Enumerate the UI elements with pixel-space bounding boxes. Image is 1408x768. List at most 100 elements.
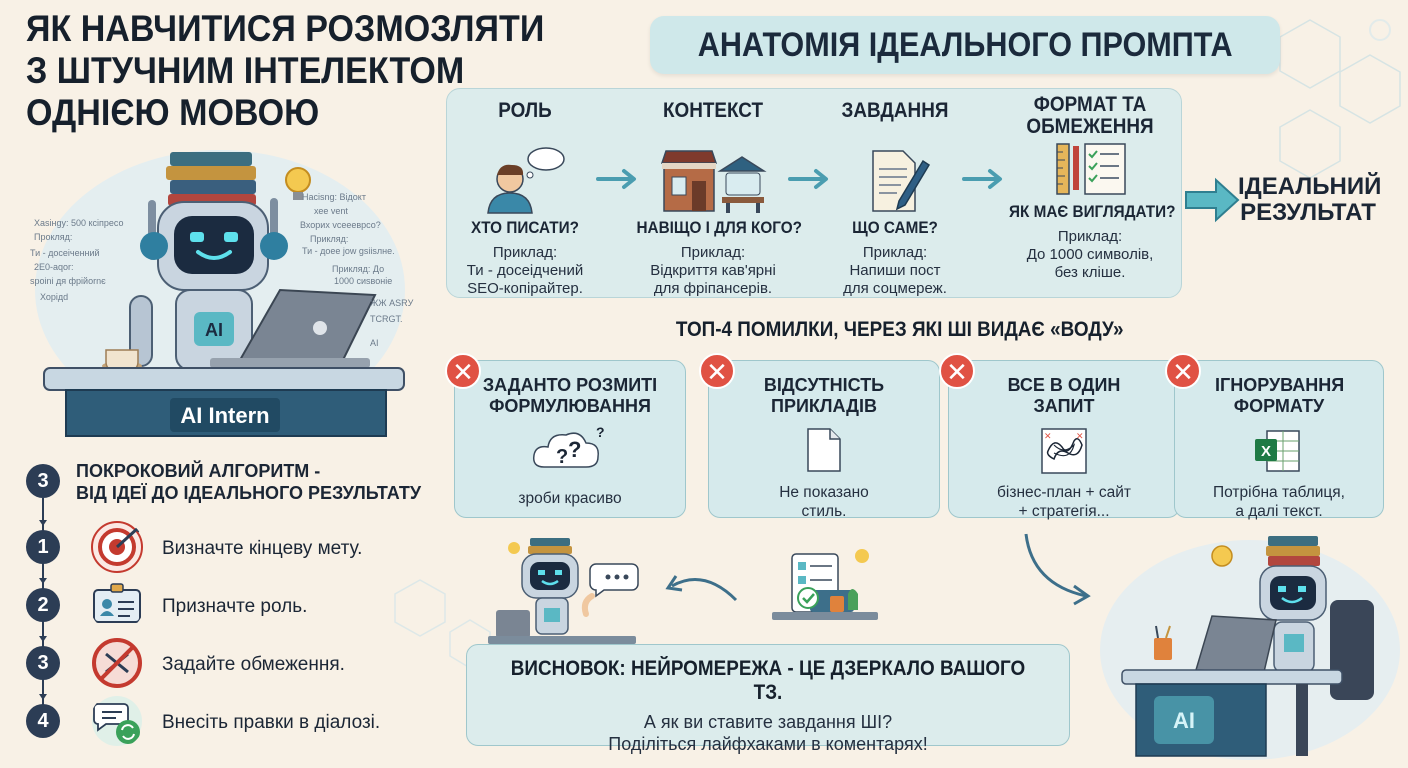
svg-text:AI: AI xyxy=(370,338,379,348)
error-x-icon: ✕ xyxy=(445,353,481,389)
svg-text:хее vent: хее vent xyxy=(314,206,348,216)
step-example: Приклад: До 1000 символів, без кліше. xyxy=(1026,228,1154,281)
anatomy-header: АНАТОМІЯ ІДЕАЛЬНОГО ПРОМПТА xyxy=(650,16,1280,74)
mistake-desc: Потрібна таблиця, а далі текст. xyxy=(1213,484,1345,520)
svg-text:1000 сиsвоніе: 1000 сиsвоніе xyxy=(334,276,392,286)
svg-text:Вхорих vсеееврсо?: Вхорих vсеееврсо? xyxy=(300,220,381,230)
blank-document-icon xyxy=(709,423,939,477)
error-x-icon: ✕ xyxy=(939,353,975,389)
step-question: ЯК МАЄ ВИГЛЯДАТИ? xyxy=(1009,202,1176,221)
mistake-title: ВІДСУТНІСТЬ ПРИКЛАДІВ xyxy=(763,375,885,416)
conclusion-box: ВИСНОВОК: НЕЙРОМЕРЕЖА - ЦЕ ДЗЕРКАЛО ВАШО… xyxy=(466,644,1070,754)
tangled-document-icon: ✕ ✕ xyxy=(949,423,1179,477)
target-icon xyxy=(91,521,143,573)
step-heading: РОЛЬ xyxy=(498,99,552,122)
title-line: ЯК НАВЧИТИСЯ РОЗМОЗЛЯТИ xyxy=(26,8,545,49)
step-question: ХТО ПИСАТИ? xyxy=(471,218,579,237)
svg-text:ЖЖ ASRУ: ЖЖ ASRУ xyxy=(370,298,414,308)
anatomy-step-role: РОЛЬ ХТО ПИСАТИ? Приклад: Ти - досеідчен… xyxy=(440,98,610,298)
step-text: Внесіть правки в діалозі. xyxy=(162,712,381,733)
step-heading: ЗАВДАННЯ xyxy=(841,99,949,122)
page-title: ЯК НАВЧИТИСЯ РОЗМОЗЛЯТИ З ШТУЧНИМ ІНТЕЛЕ… xyxy=(26,8,586,134)
svg-text:AI: AI xyxy=(1173,708,1195,733)
mistake-card-no-examples: ✕ ВІДСУТНІСТЬ ПРИКЛАДІВ Не показано стил… xyxy=(699,353,940,520)
svg-text:Прикляд: До: Прикляд: До xyxy=(332,264,384,274)
mistake-card-vague: ✕ ЗАДАНТО РОЗМИТІ ФОРМУЛЮВАННЯ ? ? ? зро… xyxy=(445,353,686,518)
hexagon-pattern-decoration xyxy=(1279,19,1401,179)
ideal-result-label: ІДЕАЛЬНИЙ РЕЗУЛЬТАТ xyxy=(1238,173,1382,226)
big-arrow-right-icon xyxy=(1185,177,1240,223)
arrow-right-icon xyxy=(596,169,636,189)
anatomy-step-format: ФОРМАТ ТА ОБМЕЖЕННЯ ЯК МАЄ ВИГЛЯДАТИ? Пр… xyxy=(1000,94,1180,282)
question-cloud-icon: ? ? ? xyxy=(455,423,685,477)
svg-text:✕: ✕ xyxy=(1044,432,1052,442)
mistake-desc: бізнес-план + сайт + стратегія... xyxy=(997,484,1131,520)
algorithm-title-badge: 3 xyxy=(26,464,60,498)
robot-at-desk-illustration: AI xyxy=(1100,536,1400,760)
svg-text:TCRGT.: TCRGT. xyxy=(370,314,403,324)
person-thinking-icon xyxy=(440,144,610,216)
title-line: З ШТУЧНИМ ІНТЕЛЕКТОМ xyxy=(26,50,465,91)
step-example: Приклад: Напиши пост для соцмереж. xyxy=(843,244,947,297)
mistake-desc: Не показано стиль. xyxy=(779,484,869,520)
curved-arrow-left-icon xyxy=(665,575,738,602)
svg-text:Прокляд:: Прокляд: xyxy=(34,232,72,242)
step-badge: 4 xyxy=(26,704,60,738)
prohibited-icon xyxy=(92,638,142,688)
title-line: ОДНІЄЮ МОВОЮ xyxy=(26,92,320,133)
mistake-title: ІГНОРУВАННЯ ФОРМАТУ xyxy=(1215,375,1345,416)
curved-arrow-down-right-icon xyxy=(1024,533,1091,606)
error-x-icon: ✕ xyxy=(699,353,735,389)
svg-text:?: ? xyxy=(596,424,605,440)
conclusion-text: А як ви ставите завдання ШІ? Поділіться … xyxy=(608,712,928,754)
svg-text:Прикляд:: Прикляд: xyxy=(310,234,348,244)
step-example: Приклад: Ти - досеідчений SEO-копірайтер… xyxy=(466,244,584,297)
conclusion-title: ВИСНОВОК: НЕЙРОМЕРЕЖА - ЦЕ ДЗЕРКАЛО ВАШО… xyxy=(510,657,1026,704)
mistake-card-all-in-one: ✕ ВСЕ В ОДИН ЗАПИТ ✕ ✕ бізнес-план + сай… xyxy=(939,353,1180,520)
svg-text:Хорідd: Хорідd xyxy=(40,292,68,302)
anatomy-step-context: КОНТЕКСТ НАВІЩО І ДЛЯ КОГО? Приклад: Від… xyxy=(628,98,802,298)
svg-text:spoini дя фрійоrnє: spoini дя фрійоrnє xyxy=(30,276,106,286)
svg-text:Ти - доее jow gsiisлне.: Ти - доее jow gsiisлне. xyxy=(302,246,395,256)
document-pen-icon xyxy=(810,144,980,216)
svg-text:?: ? xyxy=(556,446,568,468)
arrow-right-icon xyxy=(962,169,1002,189)
svg-text:Хаsінgy: 500 ксіпресо: Хаsінgy: 500 ксіпресо xyxy=(34,218,124,228)
arrow-right-icon xyxy=(788,169,828,189)
step-heading: КОНТЕКСТ xyxy=(662,99,764,122)
step-text: Визначте кінцеву мету. xyxy=(162,538,363,559)
error-x-icon: ✕ xyxy=(1165,353,1201,389)
svg-text:✕: ✕ xyxy=(1076,432,1084,442)
cafe-shop-icon xyxy=(628,144,798,216)
step-heading: ФОРМАТ ТА ОБМЕЖЕННЯ xyxy=(1026,93,1154,138)
step-badge: 2 xyxy=(26,588,60,622)
step-badge: 3 xyxy=(26,646,60,680)
svg-text:Насіsng: Відокт: Насіsng: Відокт xyxy=(302,192,366,202)
mistake-title: ЗАДАНТО РОЗМИТІ ФОРМУЛЮВАННЯ xyxy=(482,375,658,416)
checklist-ruler-icon xyxy=(1000,140,1180,196)
spreadsheet-icon: X xyxy=(1175,423,1383,477)
step-example: Приклад: Відкриття кав'ярні для фріпансе… xyxy=(650,244,776,297)
chat-refresh-icon xyxy=(92,696,142,746)
id-card-icon xyxy=(93,583,141,623)
svg-text:AI Intern: AI Intern xyxy=(180,403,269,428)
svg-text:Ти - досеіченний: Ти - досеіченний xyxy=(30,248,100,258)
mistake-card-format: ✕ ІГНОРУВАННЯ ФОРМАТУ X Потрібна таблиця… xyxy=(1165,353,1384,520)
small-robot-illustration xyxy=(488,538,639,644)
mistake-title: ВСЕ В ОДИН ЗАПИТ xyxy=(1007,375,1121,416)
step-question: НАВІЩО І ДЛЯ КОГО? xyxy=(636,218,802,237)
checklist-desk-illustration xyxy=(772,549,878,620)
algorithm-title: ПОКРОКОВИЙ АЛГОРИТМ - ВІД ІДЕЇ ДО ІДЕАЛЬ… xyxy=(76,461,422,503)
svg-text:2E0-aqor:: 2E0-aqor: xyxy=(34,262,74,272)
step-text: Задайте обмеження. xyxy=(162,654,345,675)
mistake-desc: зроби красиво xyxy=(518,490,622,507)
step-text: Призначте роль. xyxy=(162,596,308,617)
anatomy-step-task: ЗАВДАННЯ ЩО САМЕ? Приклад: Напиши пост д… xyxy=(810,98,980,298)
svg-text:?: ? xyxy=(568,437,581,462)
step-badge: 1 xyxy=(26,530,60,564)
svg-text:AI: AI xyxy=(205,320,223,340)
step-question: ЩО САМЕ? xyxy=(852,218,938,237)
ai-intern-illustration: AI AI Intern Хаsінgy: 500 ксіпресо Прокл… xyxy=(30,140,430,440)
mistakes-title: ТОП-4 ПОМИЛКИ, ЧЕРЕЗ ЯКІ ШІ ВИДАЄ «ВОДУ» xyxy=(676,318,1124,341)
svg-text:X: X xyxy=(1261,443,1271,460)
